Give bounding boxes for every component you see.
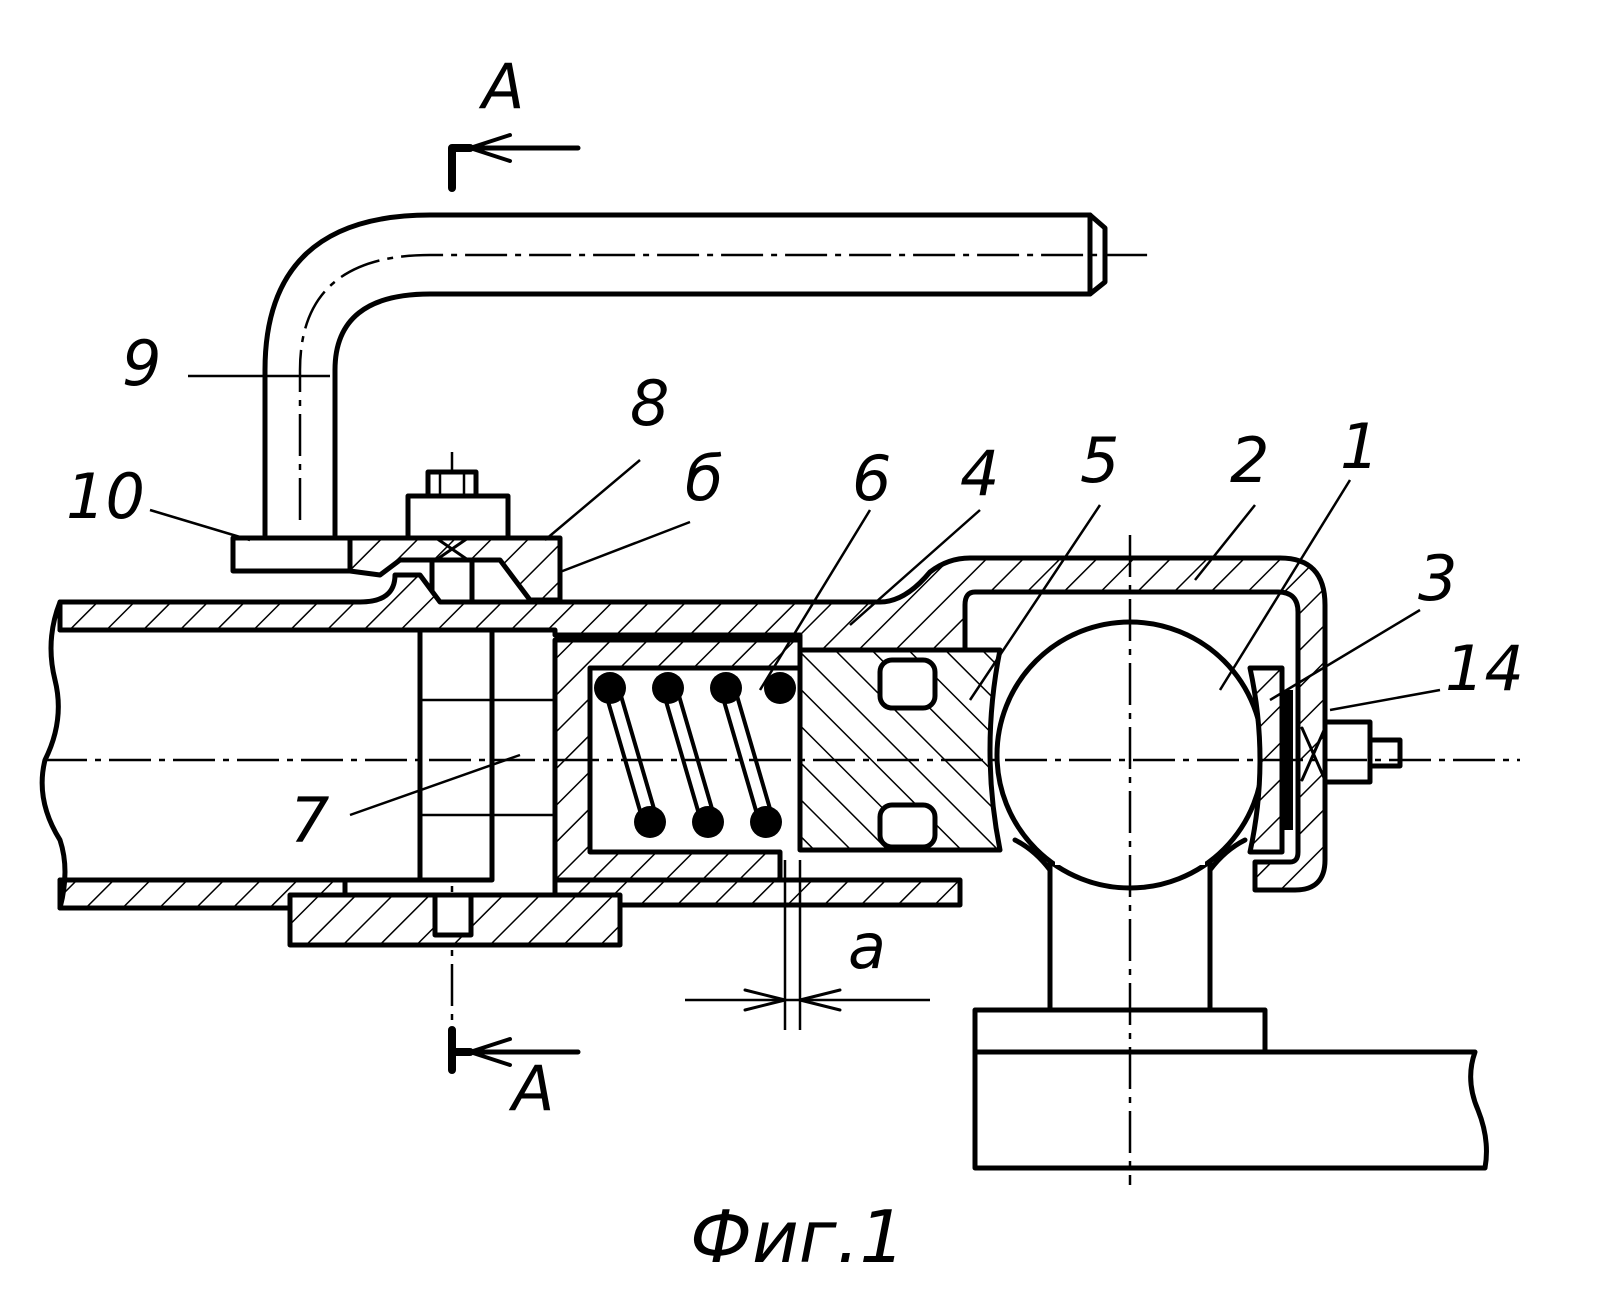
handle-rod [262,212,1155,538]
label-8: 8 [630,367,669,440]
bracket-8 [347,535,563,603]
centerlines [45,535,1520,1185]
section-mark-top: A [478,50,524,123]
label-1: 1 [1340,410,1379,483]
section-mark-bottom: A [508,1052,554,1125]
label-3: 3 [1418,542,1457,615]
screw-14 [1300,719,1403,785]
label-4: 4 [960,437,999,510]
label-5: 5 [1080,424,1119,497]
plate-10 [230,535,353,574]
label-10: 10 [66,460,145,533]
label-b: б [685,442,723,515]
label-7: 7 [290,784,329,857]
pin-7 [417,627,555,938]
plunger-5 [797,647,1003,853]
break-lines [39,599,423,911]
label-2: 2 [1230,424,1269,497]
label-gap: а [848,910,886,983]
leader-lines [149,374,1441,817]
label-14: 14 [1445,632,1524,705]
label-9: 9 [122,327,161,400]
figure-caption: Фиг.1 [690,1195,905,1279]
drawbar-body [57,555,1328,948]
gap-dimension [685,860,930,1030]
label-6: 6 [852,442,891,515]
ball-joint-1 [972,619,1489,1171]
spring [594,672,796,838]
